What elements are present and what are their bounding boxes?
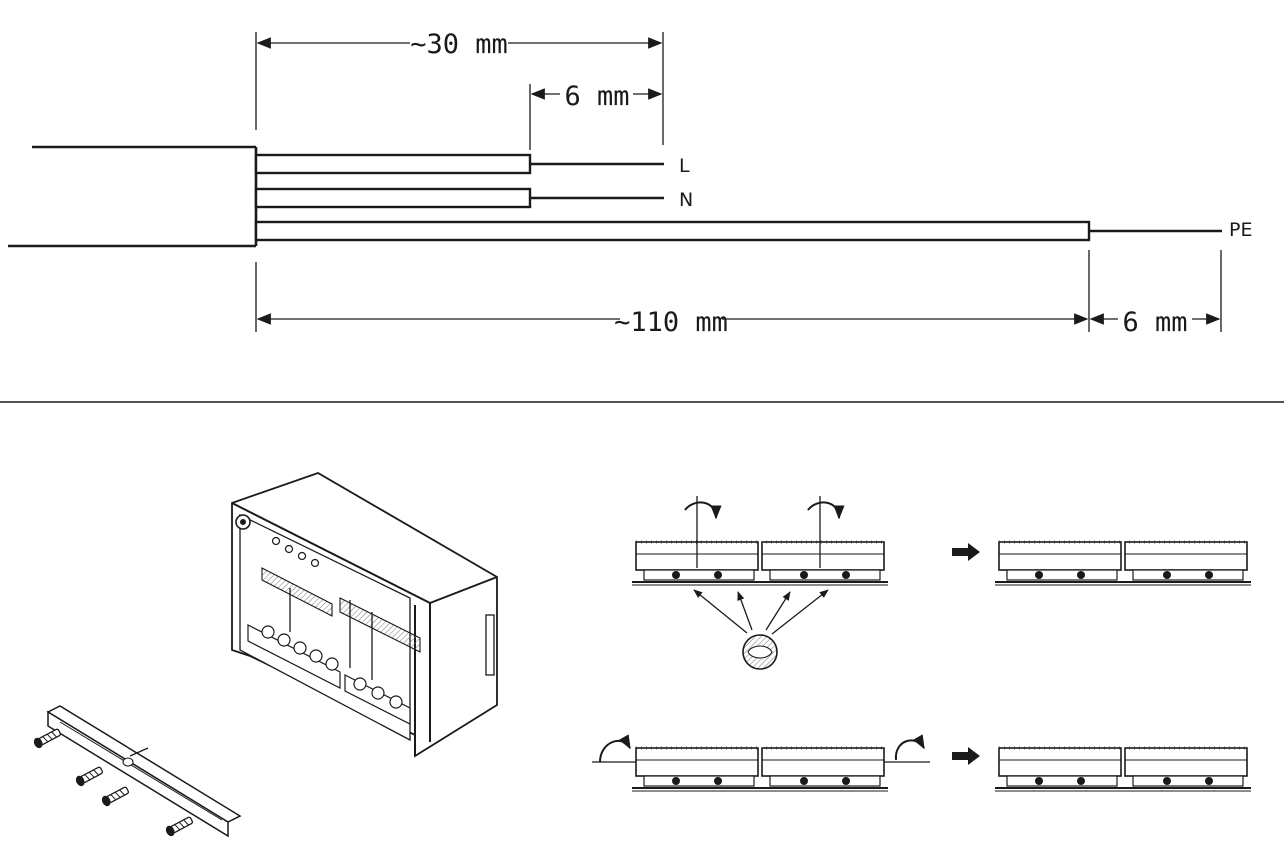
step-arrow-icon-2 (952, 747, 980, 765)
conductor-n (254, 187, 664, 209)
dim-strip-pe: 6 mm (1089, 307, 1221, 338)
dim-strip-pe-label: 6 mm (1122, 307, 1187, 338)
step-arrow-icon (952, 543, 980, 561)
wire-stripping-diagram: L N PE ~30 mm 6 mm ~110 mm (8, 29, 1252, 338)
enclosure-illustration (231, 472, 498, 758)
conductor-l (254, 153, 664, 175)
cable-sheath (8, 145, 258, 248)
dim-sheath: ~30 mm (256, 29, 663, 60)
mounting-step-1-result (952, 539, 1252, 586)
dim-pe-length-label: ~110 mm (614, 307, 728, 338)
dim-strip-top: 6 mm (530, 81, 663, 112)
mounting-step-2 (592, 734, 930, 792)
dim-sheath-label: ~30 mm (410, 29, 508, 60)
mounting-step-1 (631, 496, 889, 670)
dim-strip-top-label: 6 mm (564, 81, 629, 112)
extension-lines (255, 32, 1222, 332)
mounting-step-2-result (952, 745, 1252, 792)
din-rail-illustration (31, 705, 242, 839)
conductor-pe (254, 220, 1222, 242)
label-pe: PE (1229, 219, 1252, 241)
label-n: N (679, 189, 693, 211)
dim-pe-length: ~110 mm (256, 307, 1089, 338)
label-l: L (679, 155, 690, 177)
